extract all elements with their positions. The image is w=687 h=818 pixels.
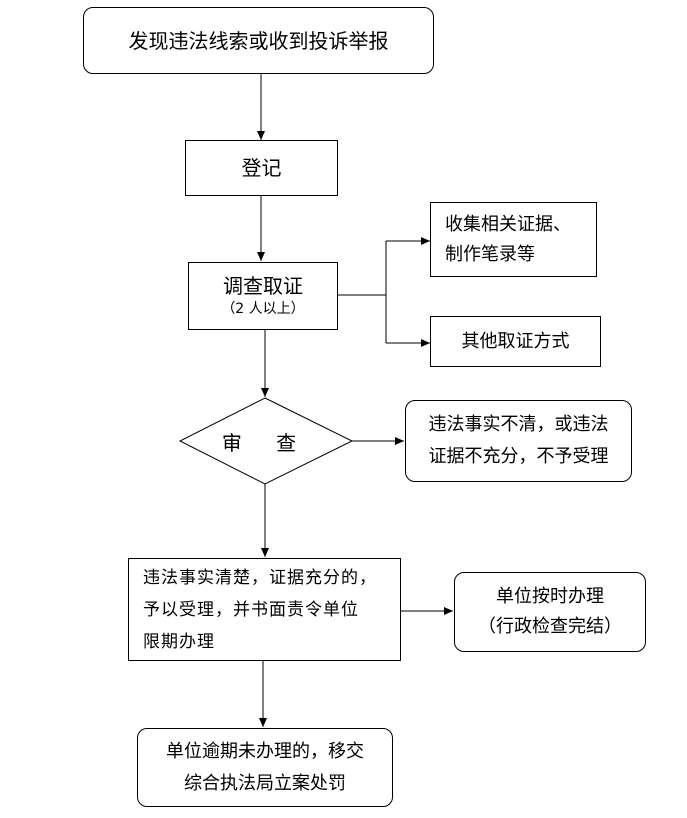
transfer-node: 单位逾期未办理的，移交 综合执法局立案处罚: [137, 728, 393, 807]
collect-node: 收集相关证据、 制作笔录等: [430, 202, 597, 277]
reject-node: 违法事实不清，或违法 证据不充分，不予受理: [405, 400, 632, 482]
investigate-node: 调查取证 （2 人以上）: [188, 262, 338, 330]
accept-label-line1: 违法事实清楚，证据充分的，: [143, 567, 377, 588]
collect-label-line2: 制作笔录等: [445, 243, 535, 265]
complete-label-line1: 单位按时办理: [496, 586, 604, 607]
investigate-sublabel: （2 人以上）: [221, 301, 305, 317]
accept-node: 违法事实清楚，证据充分的， 予以受理，并书面责令单位 限期办理: [128, 558, 401, 661]
start-label: 发现违法线索或收到投诉举报: [128, 28, 389, 53]
other-method-label: 其他取证方式: [461, 330, 570, 352]
complete-label-line2: （行政检查完结）: [478, 616, 622, 637]
review-label: 审 查: [221, 430, 311, 455]
register-node: 登记: [185, 140, 338, 196]
register-label: 登记: [241, 156, 282, 180]
investigate-label: 调查取证: [223, 274, 303, 298]
reject-label-line1: 违法事实不清，或违法: [428, 414, 609, 435]
complete-node: 单位按时办理 （行政检查完结）: [454, 572, 646, 652]
transfer-label-line1: 单位逾期未办理的，移交: [166, 740, 364, 762]
reject-label-line2: 证据不充分，不予受理: [428, 446, 609, 467]
accept-label-line3: 限期办理: [143, 631, 215, 652]
accept-label-line2: 予以受理，并书面责令单位: [143, 599, 359, 620]
collect-label-line1: 收集相关证据、: [445, 213, 571, 235]
other-method-node: 其他取证方式: [430, 316, 601, 367]
transfer-label-line2: 综合执法局立案处罚: [184, 772, 346, 794]
start-node: 发现违法线索或收到投诉举报: [83, 7, 434, 74]
